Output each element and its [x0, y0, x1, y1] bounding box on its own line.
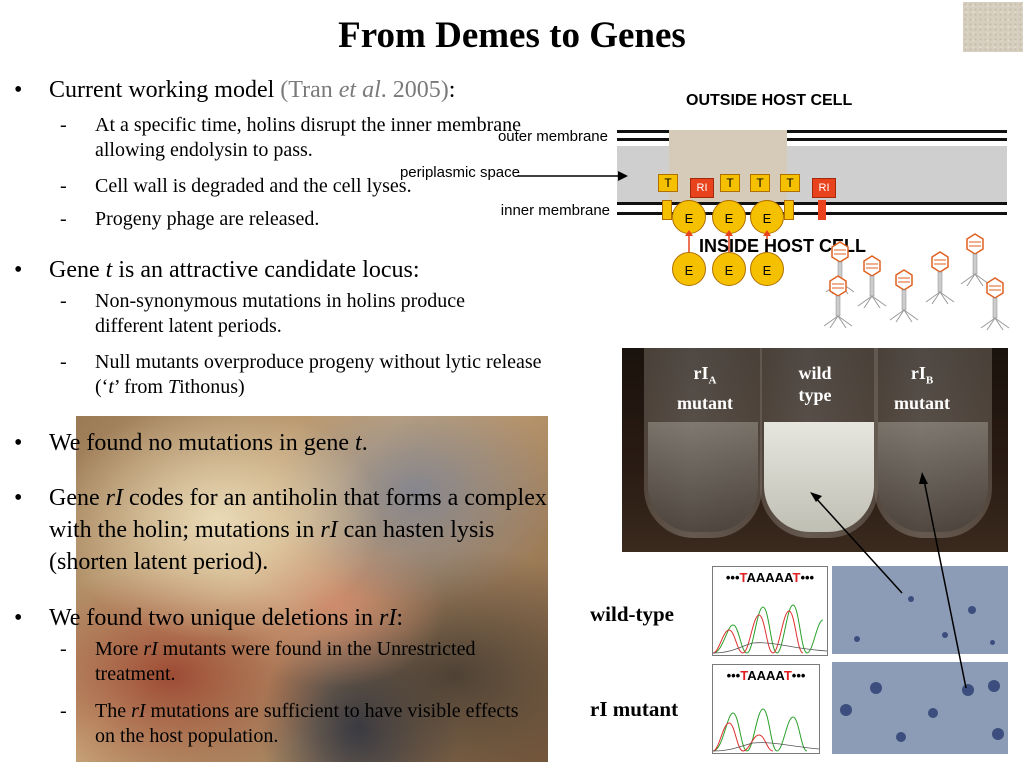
inside-host-cell-label: INSIDE HOST CELL	[699, 236, 867, 256]
outer-membrane-line	[617, 130, 1007, 133]
tube-rib	[874, 348, 992, 538]
dash: -	[60, 114, 67, 136]
endolysin-e: E	[672, 200, 706, 234]
plaque	[840, 704, 852, 716]
endolysin-arrows	[685, 230, 771, 252]
dash: -	[60, 638, 67, 660]
plaque	[992, 728, 1004, 740]
outer-membrane-label: outer membrane	[497, 128, 608, 145]
holin-stem	[784, 200, 794, 220]
tube-liquid	[764, 422, 874, 532]
inner-membrane-label: inner membrane	[500, 202, 610, 219]
dash: -	[60, 700, 67, 722]
holin-t: T	[780, 174, 800, 192]
holin-stem	[662, 200, 672, 220]
bullet-dot: •	[14, 485, 23, 511]
dash: -	[60, 351, 67, 373]
plaque	[990, 640, 995, 645]
antiholin-stem	[818, 200, 826, 220]
decorative-texture	[963, 2, 1023, 52]
dash: -	[60, 290, 67, 312]
plaque	[988, 680, 1000, 692]
tube-wild-type	[760, 348, 878, 538]
tube-to-plate-arrows	[810, 472, 967, 689]
plaque	[908, 596, 914, 602]
bullet-dot: •	[14, 77, 23, 103]
bullet-dot: •	[14, 430, 23, 456]
plaque	[962, 684, 974, 696]
periplasmic-space-label: periplasmic space	[399, 164, 520, 181]
tube-liquid	[878, 422, 988, 532]
endolysin-e: E	[712, 200, 746, 234]
tithonus-painting-image	[76, 416, 548, 762]
antiholin-ri: RI	[690, 178, 714, 198]
trace-lines	[713, 708, 819, 752]
mutant-label: rI mutant	[590, 697, 679, 721]
trace-lines	[713, 604, 827, 654]
plaque	[942, 632, 948, 638]
endolysin-e: E	[712, 252, 746, 286]
wild-type-plaque-plate	[832, 566, 1008, 654]
inner-membrane-line	[617, 212, 1007, 215]
plaque	[968, 606, 976, 614]
endolysin-e: E	[750, 252, 784, 286]
wild-type-label: wild-type	[590, 602, 674, 626]
mutant-plaque-plate	[832, 662, 1008, 754]
antiholin-ri: RI	[812, 178, 836, 198]
plaque	[896, 732, 906, 742]
slide-title: From Demes to Genes	[338, 15, 686, 56]
holin-t: T	[720, 174, 740, 192]
holin-t: T	[658, 174, 678, 192]
tube-liquid	[648, 422, 758, 532]
dash: -	[60, 208, 67, 230]
dash: -	[60, 175, 67, 197]
periplasm-arrow	[518, 171, 628, 181]
endolysin-e: E	[750, 200, 784, 234]
bullet-dot: •	[14, 257, 23, 283]
plaque	[870, 682, 882, 694]
bullet-dot: •	[14, 605, 23, 631]
tube-ria	[644, 348, 762, 538]
progeny-phages	[823, 233, 1010, 331]
plaque	[928, 708, 938, 718]
outside-host-cell-label: OUTSIDE HOST CELL	[686, 92, 853, 109]
wild-type-chromatogram: •••TAAAAAT•••	[712, 566, 828, 656]
outer-membrane-line	[617, 138, 1007, 141]
endolysin-e: E	[672, 252, 706, 286]
inner-membrane-line	[617, 202, 1007, 205]
holin-t: T	[750, 174, 770, 192]
mutant-chromatogram: •••TAAAAT•••	[712, 664, 820, 754]
plaque	[854, 636, 860, 642]
